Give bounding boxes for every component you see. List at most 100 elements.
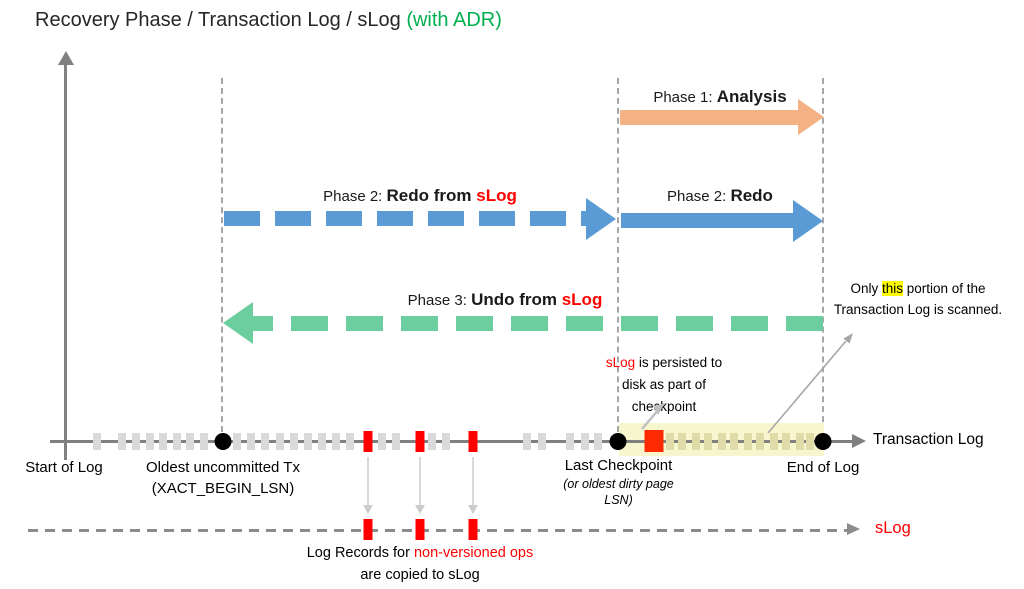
checkpoint-line1: Last Checkpoint xyxy=(564,457,673,474)
copy-to-slog-line xyxy=(419,457,421,506)
phase2-prefix: Phase 2: xyxy=(667,188,731,205)
log-record-tick xyxy=(594,433,602,450)
caption-red-part: non-versioned ops xyxy=(413,545,534,561)
scanned-log-record-tick xyxy=(704,433,712,450)
log-record-tick xyxy=(247,433,255,450)
transaction-log-axis-label: Transaction Log xyxy=(873,431,984,448)
scanned-log-record-tick xyxy=(692,433,700,450)
checkpoint-line2: (or oldest dirty page xyxy=(563,477,674,491)
scanned-log-record-tick xyxy=(678,433,686,450)
phase2-name: Redo xyxy=(730,186,773,205)
phase2-slog-name: Redo from xyxy=(386,186,477,205)
start-of-log-label: Start of Log xyxy=(25,459,103,476)
vertical-axis-arrowhead-icon xyxy=(58,51,74,65)
non-versioned-op-tick xyxy=(468,431,478,452)
log-record-tick xyxy=(186,433,194,450)
phase2-arrowhead-icon xyxy=(793,200,823,242)
caption-black-part: Log Records for xyxy=(306,545,414,561)
scan-line2: Transaction Log is scanned. xyxy=(833,302,1003,317)
page-title: Recovery Phase / Transaction Log / sLog … xyxy=(35,9,502,32)
phase2-slog-arrow-shaft xyxy=(224,211,586,226)
phase2-slog-red: sLog xyxy=(476,186,517,205)
phase2-arrow-shaft xyxy=(621,213,793,228)
oldest-tx-line2: (XACT_BEGIN_LSN) xyxy=(151,480,295,497)
phase2-slog-label: Phase 2: Redo from sLog xyxy=(222,186,618,206)
log-record-tick xyxy=(173,433,181,450)
slog-copy-caption-line2: are copied to sLog xyxy=(360,567,480,583)
oldest-tx-label: Oldest uncommitted Tx (XACT_BEGIN_LSN) xyxy=(122,457,324,499)
log-record-tick xyxy=(523,433,531,450)
scan-line1: Only this portion of the xyxy=(822,278,1014,299)
scanned-log-record-tick xyxy=(806,433,814,450)
checkpoint-slog-record-marker xyxy=(644,430,664,452)
scan-line1-b: portion of the xyxy=(902,281,986,296)
scan-portion-note: Only this portion of the Transaction Log… xyxy=(822,278,1014,320)
copy-to-slog-line xyxy=(367,457,369,506)
log-record-tick xyxy=(159,433,167,450)
persist-line3: checkpoint xyxy=(631,399,697,414)
log-record-tick xyxy=(442,433,450,450)
slog-persist-note: sLog is persisted to disk as part of che… xyxy=(598,352,730,418)
phase1-arrowhead-icon xyxy=(798,99,824,135)
slog-axis-label: sLog xyxy=(875,519,911,537)
lsn-marker-dot xyxy=(609,433,627,450)
log-record-tick xyxy=(290,433,298,450)
phase2-slog-arrowhead-icon xyxy=(586,198,616,240)
oldest-tx-guide-line xyxy=(221,78,223,442)
phase2-label: Phase 2: Redo xyxy=(617,186,823,206)
non-versioned-op-tick xyxy=(363,431,373,452)
phase3-prefix: Phase 3: xyxy=(407,292,472,309)
copy-to-slog-arrowhead-icon xyxy=(363,505,373,514)
transaction-log-axis xyxy=(50,440,854,443)
phase3-arrowhead-icon xyxy=(223,302,253,344)
log-record-tick xyxy=(428,433,436,450)
scan-this-highlight: this xyxy=(881,281,903,296)
log-record-tick xyxy=(566,433,574,450)
vertical-axis xyxy=(64,60,67,460)
scan-line1-a: Only xyxy=(850,281,882,296)
copy-to-slog-arrowhead-icon xyxy=(468,505,478,514)
oldest-tx-line1: Oldest uncommitted Tx xyxy=(146,459,300,476)
phase1-label: Phase 1: Analysis xyxy=(617,87,823,107)
scanned-log-record-tick xyxy=(730,433,738,450)
end-of-log-label: End of Log xyxy=(786,459,860,476)
phase1-name: Analysis xyxy=(716,87,787,106)
slog-arrowhead-icon xyxy=(847,523,860,535)
title-adr-highlight: (with ADR) xyxy=(406,9,502,31)
phase3-label: Phase 3: Undo from sLog xyxy=(255,290,755,310)
scanned-log-record-tick xyxy=(666,433,674,450)
log-record-tick xyxy=(118,433,126,450)
phase1-arrow-shaft xyxy=(620,110,800,125)
phase3-arrow-shaft xyxy=(253,316,823,331)
scanned-log-record-tick xyxy=(718,433,726,450)
copy-to-slog-line xyxy=(472,457,474,506)
scan-pointer-line xyxy=(767,340,847,434)
checkpoint-guide-line xyxy=(617,78,619,442)
phase3-red: sLog xyxy=(561,290,603,309)
lsn-marker-dot xyxy=(814,433,832,450)
checkpoint-line3: LSN) xyxy=(604,493,633,507)
persist-line2: disk as part of xyxy=(621,377,707,392)
log-record-tick xyxy=(318,433,326,450)
persist-line1-rest: is persisted to xyxy=(635,355,723,370)
log-record-tick xyxy=(581,433,589,450)
log-record-tick xyxy=(332,433,340,450)
title-main: Recovery Phase / Transaction Log / sLog xyxy=(35,9,407,31)
log-record-tick xyxy=(146,433,154,450)
scan-pointer-arrowhead-icon xyxy=(843,333,853,344)
last-checkpoint-label: Last Checkpoint (or oldest dirty page LS… xyxy=(541,455,696,508)
log-record-tick xyxy=(346,433,354,450)
phase2-slog-prefix: Phase 2: xyxy=(323,188,387,205)
log-record-tick xyxy=(132,433,140,450)
persist-line1: sLog is persisted to xyxy=(598,352,730,374)
log-record-tick xyxy=(378,433,386,450)
persist-slog-word: sLog xyxy=(605,355,636,370)
log-record-tick xyxy=(304,433,312,450)
non-versioned-op-tick xyxy=(415,431,425,452)
slog-record-tick xyxy=(468,519,478,540)
slog-record-tick xyxy=(363,519,373,540)
scanned-log-record-tick xyxy=(756,433,764,450)
end-of-log-guide-line xyxy=(822,78,824,442)
log-record-tick xyxy=(392,433,400,450)
